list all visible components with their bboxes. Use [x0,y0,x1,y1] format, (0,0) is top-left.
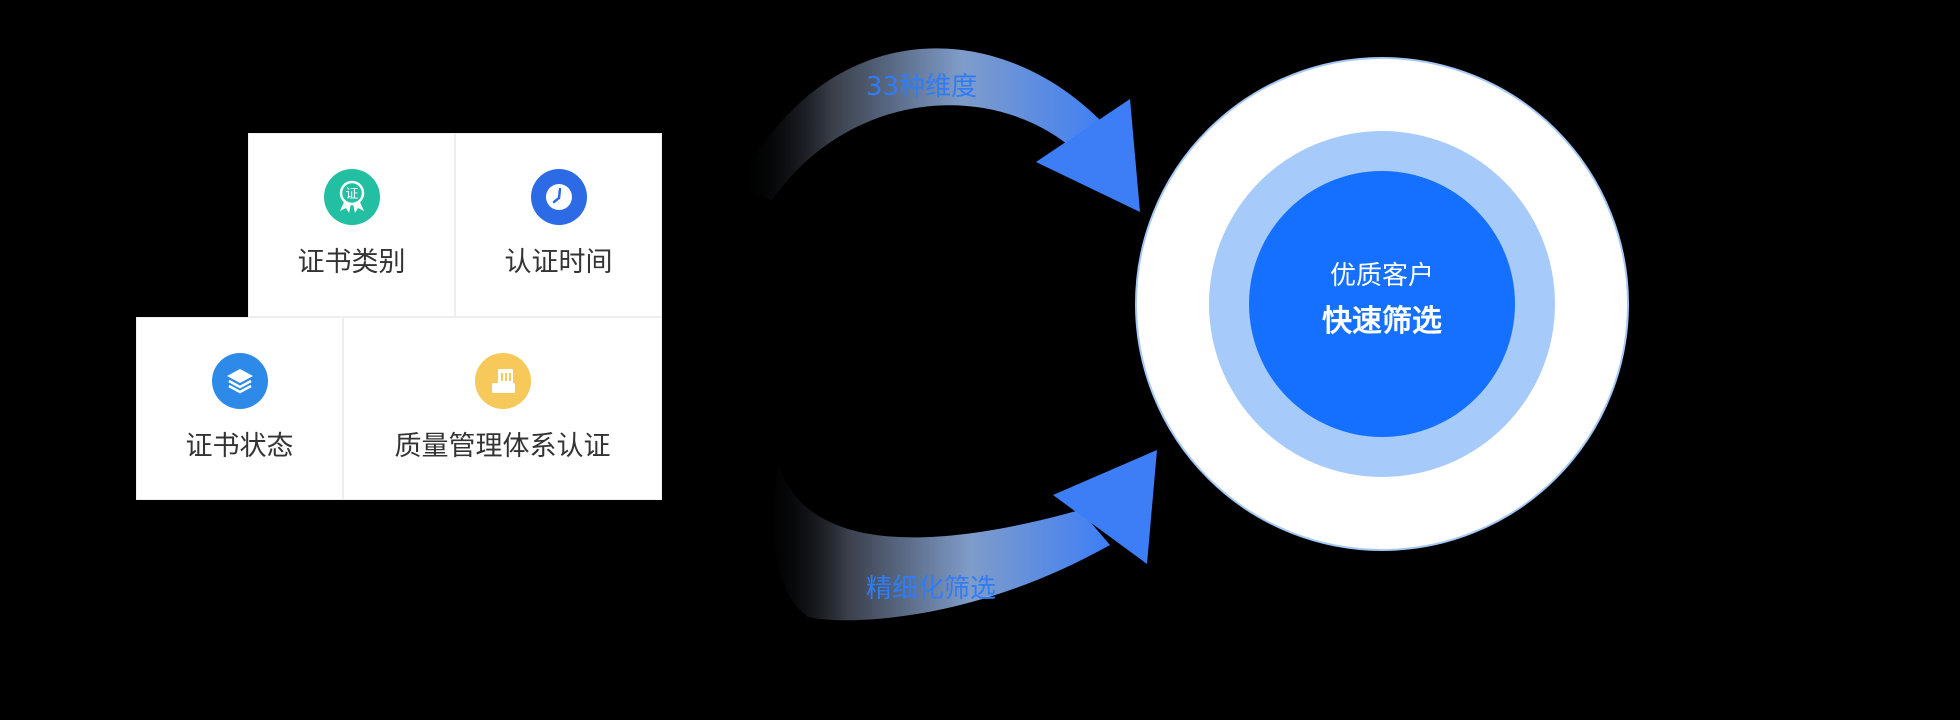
top-arrow-body [738,48,1100,200]
target-subtitle: 优质客户 [1329,261,1434,291]
bottom-arrow-body [773,462,1110,621]
top-arrow-head [1036,99,1140,212]
document-icon [474,353,531,409]
certificate-badge-icon: 证 [323,169,380,225]
certificate-badge-glyph: 证 [345,187,358,202]
card-label: 证书类别 [297,247,406,278]
card-certification-time: 认证时间 [455,133,662,317]
card-certificate-status: 证书状态 [136,317,343,500]
card-label: 证书状态 [185,431,294,462]
target-core: 优质客户 快速筛选 [1249,171,1515,437]
target-middle-ring: 优质客户 快速筛选 [1209,131,1555,477]
clock-icon [530,169,587,225]
card-certificate-category: 证 证书类别 [248,133,455,317]
top-arrow-label: 33种维度 [866,72,978,102]
bottom-arrow-label: 精细化筛选 [866,574,997,604]
card-label: 质量管理体系认证 [394,431,611,462]
card-quality-management-certification: 质量管理体系认证 [343,317,662,500]
card-label: 认证时间 [504,247,613,278]
target-outer-ring: 优质客户 快速筛选 [1135,57,1629,551]
target-title: 快速筛选 [1322,304,1442,339]
layers-icon [211,353,268,409]
bottom-arrow-head [1053,450,1157,564]
